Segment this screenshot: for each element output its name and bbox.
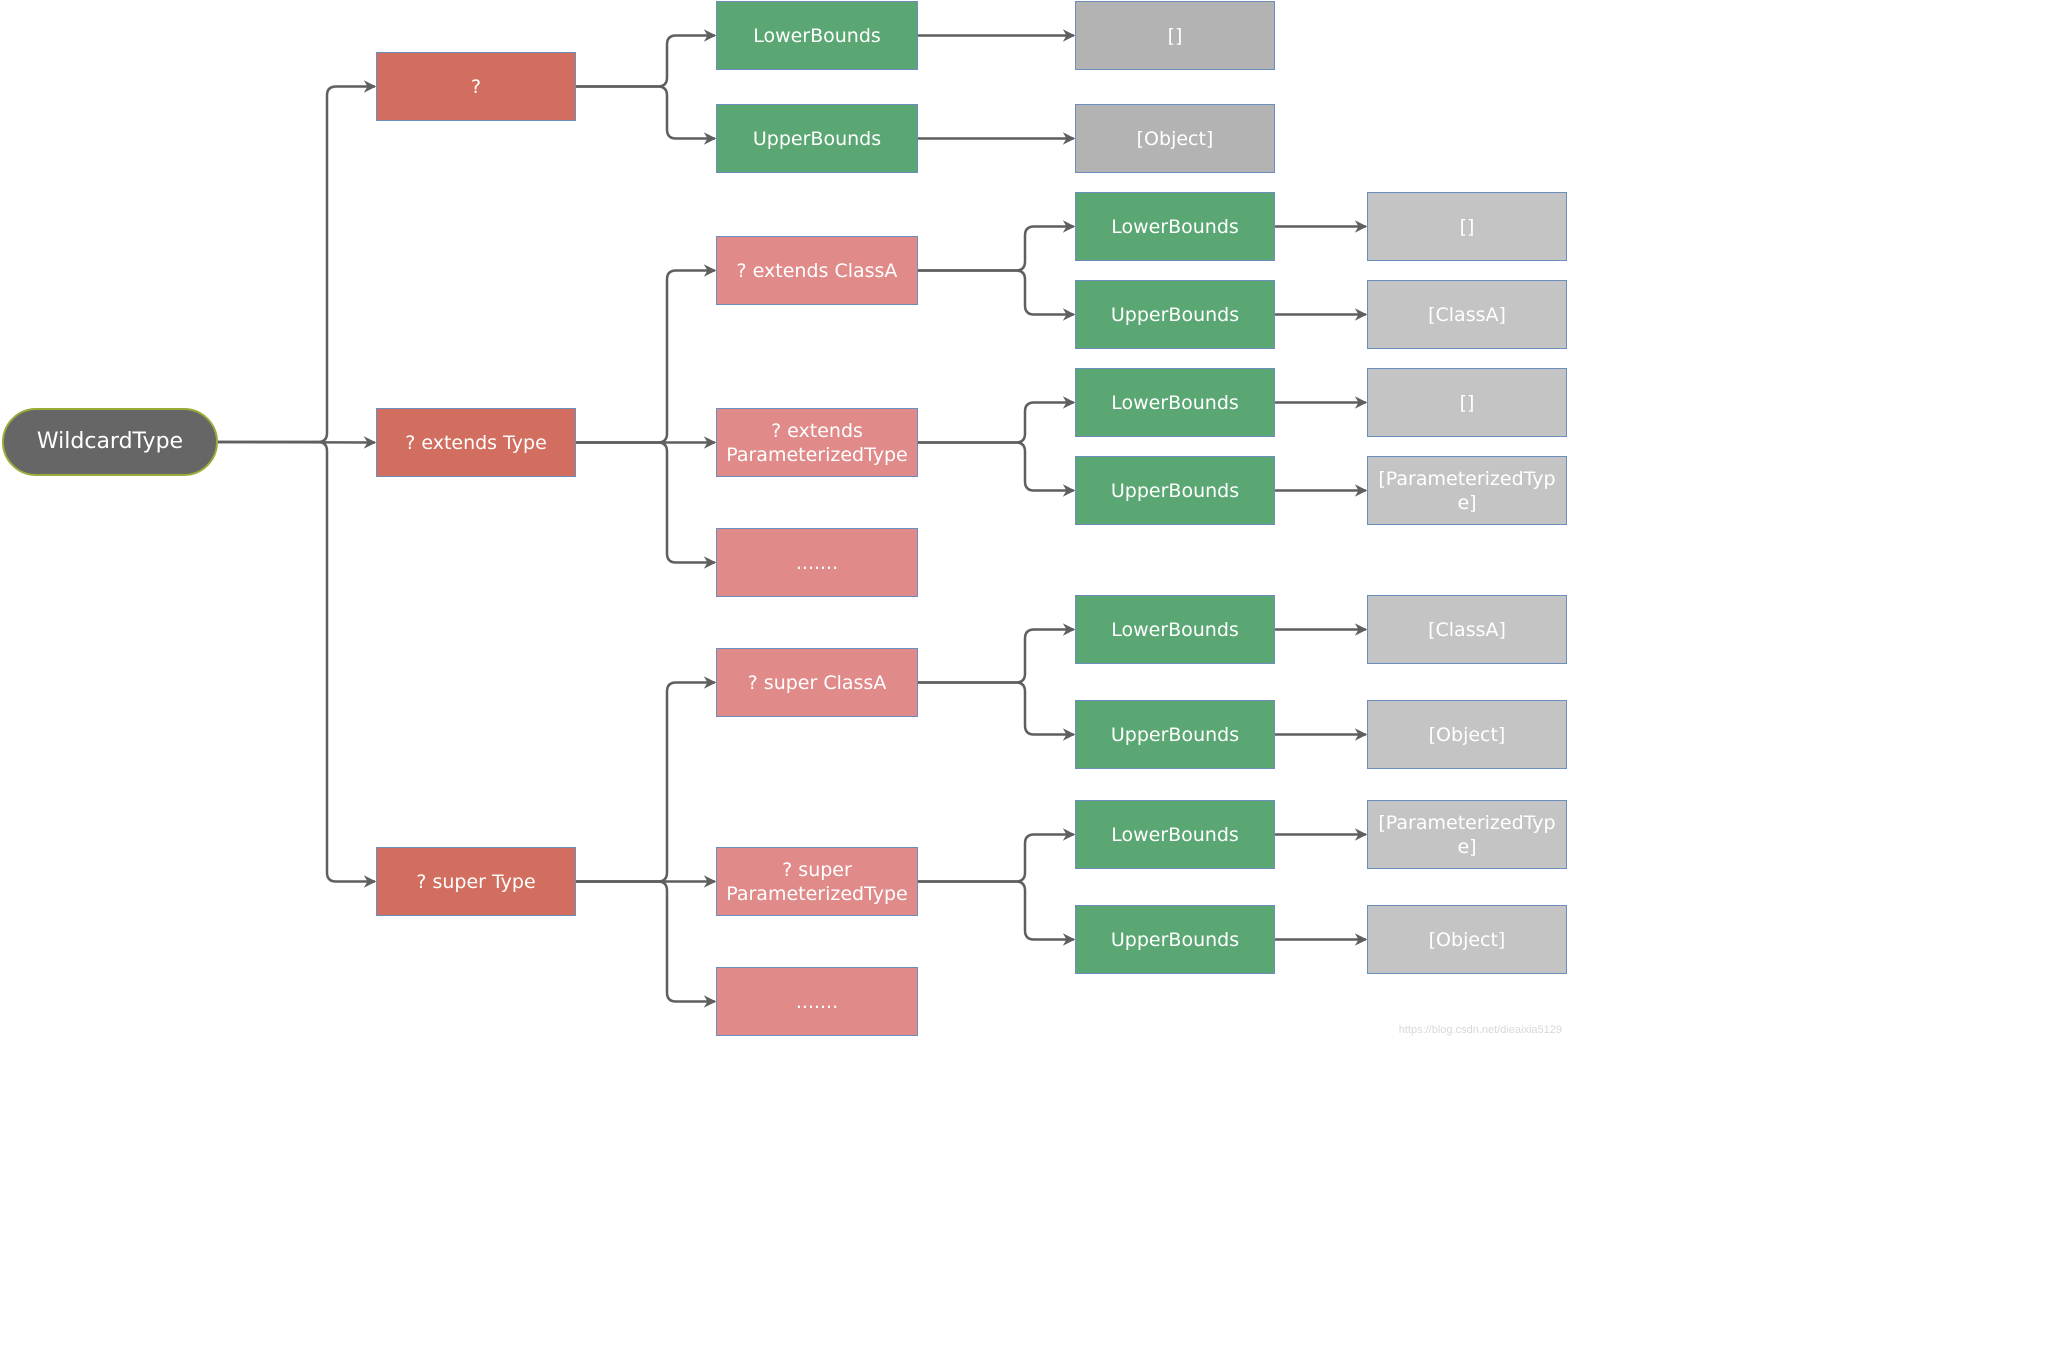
value-node-object: [Object]	[1075, 104, 1275, 173]
connector-arrow	[918, 269, 1076, 321]
connector-arrow	[576, 880, 717, 1008]
connector-arrow	[576, 29, 717, 88]
value-node-empty: []	[1075, 1, 1275, 70]
value-node-parameterizedtype: [ParameterizedTyp e]	[1367, 800, 1567, 869]
variant-node-super-parameterizedtype: ? super ParameterizedType	[716, 847, 918, 916]
connector-arrow	[918, 441, 1076, 497]
value-node-classa: [ClassA]	[1367, 280, 1567, 349]
connector-arrow	[576, 85, 717, 145]
connector-arrow	[576, 264, 717, 444]
value-node-object: [Object]	[1367, 905, 1567, 974]
connector-arrow	[918, 828, 1076, 883]
value-node-empty: []	[1367, 368, 1567, 437]
connector-arrow	[918, 396, 1076, 444]
watermark-text: https://blog.csdn.net/dieaixia5129	[1398, 1024, 1562, 1036]
connector-arrow	[918, 220, 1076, 272]
connector-arrow	[218, 440, 377, 888]
kind-node-extends-type: ? extends Type	[376, 408, 576, 477]
upper-bounds-node: UpperBounds	[1075, 700, 1275, 769]
value-node-parameterizedtype: [ParameterizedTyp e]	[1367, 456, 1567, 525]
root-node-wildcardtype: WildcardType	[2, 408, 218, 476]
variant-node-extends-more: .......	[716, 528, 918, 597]
upper-bounds-node: UpperBounds	[716, 104, 918, 173]
connector-arrow	[918, 880, 1076, 946]
upper-bounds-node: UpperBounds	[1075, 456, 1275, 525]
variant-node-super-more: .......	[716, 967, 918, 1036]
connector-arrow	[918, 623, 1076, 684]
connector-layer	[217, 29, 1368, 1008]
kind-node-unbounded: ?	[376, 52, 576, 121]
variant-node-extends-classa: ? extends ClassA	[716, 236, 918, 305]
variant-node-extends-parameterizedtype: ? extends ParameterizedType	[716, 408, 918, 477]
lower-bounds-node: LowerBounds	[716, 1, 918, 70]
lower-bounds-node: LowerBounds	[1075, 368, 1275, 437]
value-node-classa: [ClassA]	[1367, 595, 1567, 664]
variant-node-super-classa: ? super ClassA	[716, 648, 918, 717]
value-node-object: [Object]	[1367, 700, 1567, 769]
kind-node-super-type: ? super Type	[376, 847, 576, 916]
lower-bounds-node: LowerBounds	[1075, 800, 1275, 869]
connector-arrow	[218, 80, 377, 444]
lower-bounds-node: LowerBounds	[1075, 595, 1275, 664]
connector-arrow	[576, 441, 717, 569]
connector-arrow	[576, 676, 717, 883]
lower-bounds-node: LowerBounds	[1075, 192, 1275, 261]
connector-arrow	[918, 681, 1076, 741]
value-node-empty: []	[1367, 192, 1567, 261]
upper-bounds-node: UpperBounds	[1075, 905, 1275, 974]
upper-bounds-node: UpperBounds	[1075, 280, 1275, 349]
